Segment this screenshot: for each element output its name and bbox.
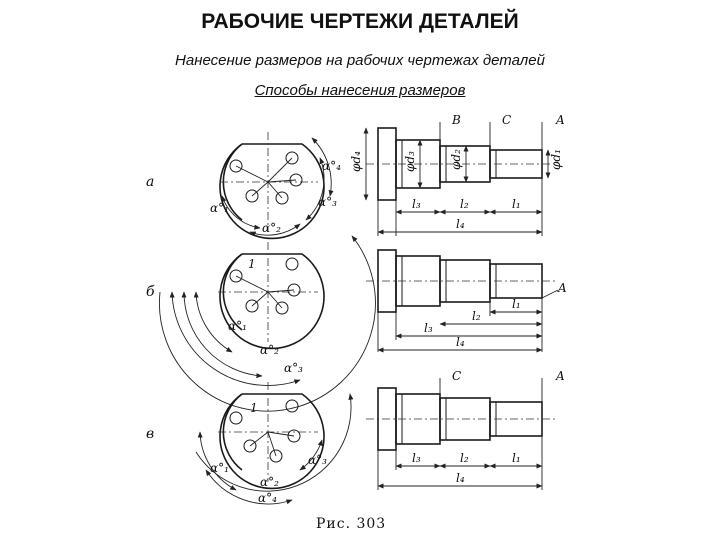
row-c-angle-3: α°₃ <box>308 453 327 467</box>
figure-caption: Рис. 303 <box>316 516 386 532</box>
row-label-c: в <box>146 426 154 442</box>
row-a-length-4: l₄ <box>456 217 465 231</box>
row-a-length-3: l₃ <box>412 197 421 211</box>
row-c-angle-2: α°₂ <box>260 475 279 489</box>
row-a-shaft-view: φd₄ φd₃ φd₂ φd₁ B C A l₃ l₂ l₁ l₄ <box>349 113 565 236</box>
row-c-length-1: l₁ <box>512 451 521 465</box>
row-c-flange-view: 1 α°₁ α°₂ α°₃ α°₄ <box>195 382 354 505</box>
row-c-length-2: l₂ <box>460 451 469 465</box>
row-c-group: в 1 α°₁ α°₂ α°₃ α°₄ <box>146 369 565 505</box>
row-a-diameter-2: φd₂ <box>449 149 463 170</box>
row-b-length-4: l₄ <box>456 335 465 349</box>
row-c-angle-ref: 1 <box>250 401 258 415</box>
row-b-angle-2: α°₂ <box>260 343 279 357</box>
row-c-shaft-view: C A l₃ l₂ l₁ l₄ <box>366 369 565 490</box>
row-a-group: а α°₁ α°₂ α°₃ α°₄ <box>146 113 565 240</box>
section-heading: Способы нанесения размеров <box>254 82 466 99</box>
row-c-angle-1: α°₁ <box>210 461 229 475</box>
row-a-angle-4: α°₄ <box>322 159 341 173</box>
row-c-face-c: C <box>452 369 461 383</box>
row-b-length-1: l₁ <box>512 297 521 311</box>
page-title: РАБОЧИЕ ЧЕРТЕЖИ ДЕТАЛЕЙ <box>201 10 519 33</box>
page-subtitle: Нанесение размеров на рабочих чертежах д… <box>175 52 545 69</box>
row-a-angle-1: α°₁ <box>210 201 229 215</box>
row-b-flange-view: 1 α°₁ α°₂ α°₃ <box>159 235 376 412</box>
row-b-angle-3: α°₃ <box>284 361 303 375</box>
row-label-a: а <box>146 174 154 190</box>
row-a-flange-view: α°₁ α°₂ α°₃ α°₄ <box>210 132 341 240</box>
row-c-length-4: l₄ <box>456 471 465 485</box>
row-a-face-c: C <box>502 113 511 127</box>
row-c-face-a: A <box>555 369 565 383</box>
row-a-angle-2: α°₂ <box>262 221 281 235</box>
row-c-length-3: l₃ <box>412 451 421 465</box>
row-a-length-2: l₂ <box>460 197 469 211</box>
row-a-diameter-1: φd₁ <box>549 149 563 170</box>
row-b-group: б 1 α°₁ α°₂ α°₃ <box>146 235 567 412</box>
row-c-angle-4: α°₄ <box>258 491 277 505</box>
row-a-diameter-3: φd₃ <box>403 151 417 172</box>
row-a-angle-3: α°₃ <box>318 195 337 209</box>
row-a-face-b: B <box>451 113 461 127</box>
row-a-face-a: A <box>555 113 565 127</box>
row-b-angle-1: α°₁ <box>228 319 247 333</box>
row-b-length-2: l₂ <box>472 309 481 323</box>
row-b-length-3: l₃ <box>424 321 433 335</box>
row-b-angle-ref: 1 <box>248 257 256 271</box>
row-b-face-a: A <box>557 281 567 295</box>
row-a-length-1: l₁ <box>512 197 521 211</box>
row-label-b: б <box>146 284 155 300</box>
row-b-shaft-view: A l₁ l₂ l₃ l₄ <box>366 249 567 353</box>
row-a-diameter-4: φd₄ <box>349 151 363 172</box>
